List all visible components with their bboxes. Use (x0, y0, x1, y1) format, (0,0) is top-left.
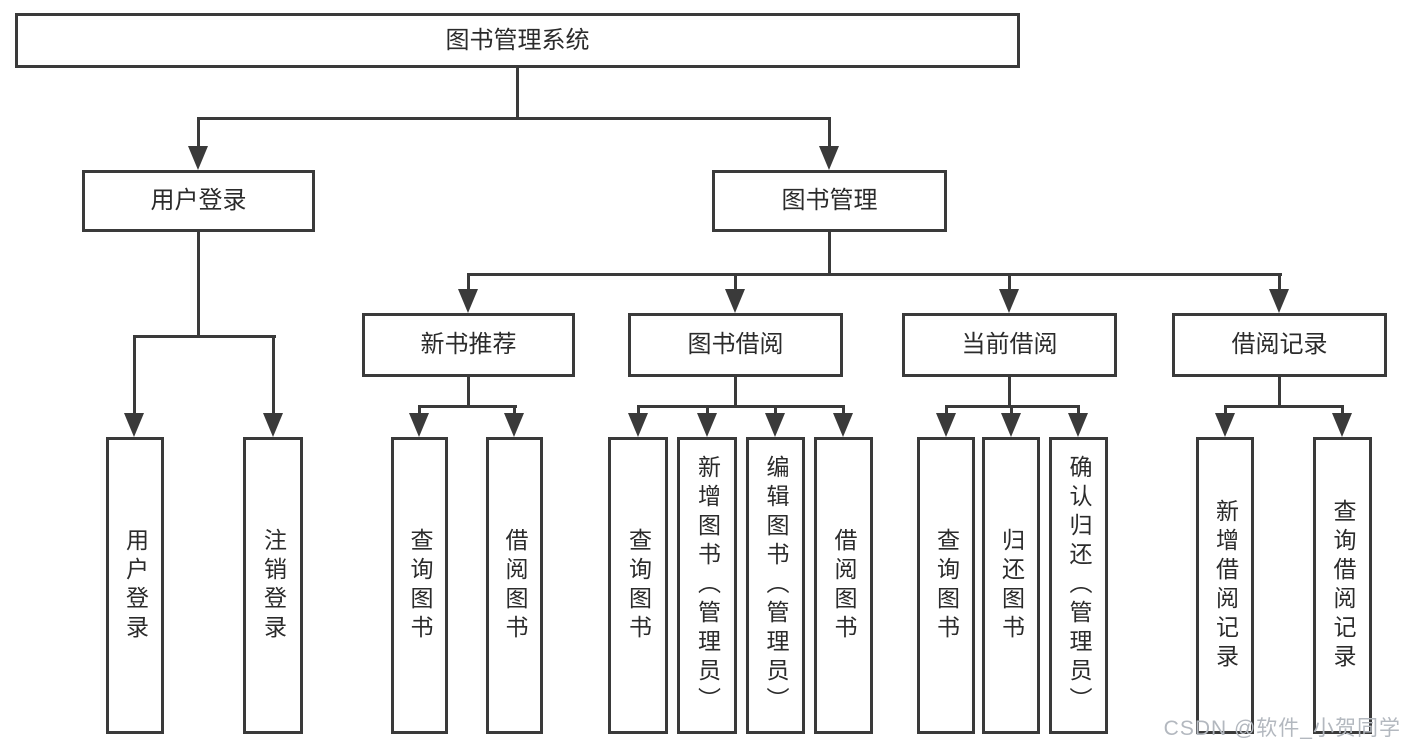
node-label: 当前借阅 (961, 331, 1058, 358)
leaf-borrow-books-recommend: 借阅图书 (486, 437, 543, 734)
leaf-edit-book-admin: 编辑图书（管理员） (746, 437, 805, 734)
leaf-confirm-return-admin: 确认归还（管理员） (1049, 437, 1108, 734)
node-label: 用户登录 (122, 527, 149, 644)
arrow-down-icon (999, 289, 1019, 313)
arrow-down-icon (1215, 413, 1235, 437)
csdn-watermark: CSDN @软件_小贺同学 (1163, 717, 1401, 740)
node-label: 编辑图书（管理员） (763, 455, 789, 716)
leaf-borrow-books: 借阅图书 (814, 437, 873, 734)
arrow-down-icon (458, 289, 478, 313)
connector-line (133, 335, 276, 338)
node-label: 图书借阅 (687, 331, 784, 358)
connector-line (706, 405, 709, 417)
node-label: 借阅记录 (1231, 331, 1328, 358)
arrow-down-icon (725, 289, 745, 313)
leaf-logout: 注销登录 (243, 437, 303, 734)
connector-line (272, 335, 275, 417)
leaf-add-book-admin: 新增图书（管理员） (677, 437, 737, 734)
arrow-down-icon (1068, 413, 1088, 437)
connector-line (828, 117, 831, 153)
connector-line (945, 405, 948, 417)
arrow-down-icon (1269, 289, 1289, 313)
arrow-down-icon (628, 413, 648, 437)
connector-line (1278, 377, 1281, 405)
connector-line (1224, 405, 1344, 408)
node-current-borrow: 当前借阅 (902, 313, 1117, 377)
connector-line (467, 273, 470, 293)
arrow-down-icon (504, 413, 524, 437)
connector-line (467, 273, 1282, 276)
connector-line (1278, 273, 1281, 293)
connector-line (1008, 273, 1011, 293)
node-label: 新增图书（管理员） (694, 455, 721, 716)
node-label: 确认归还（管理员） (1066, 455, 1092, 716)
arrow-down-icon (936, 413, 956, 437)
node-root-system: 图书管理系统 (15, 13, 1020, 68)
connector-line (828, 232, 831, 273)
leaf-add-borrow-record: 新增借阅记录 (1196, 437, 1254, 734)
arrow-down-icon (1001, 413, 1021, 437)
node-label: 查询图书 (625, 527, 652, 644)
node-label: 查询图书 (407, 527, 433, 644)
connector-line (1077, 405, 1080, 417)
node-label: 借阅图书 (502, 527, 528, 644)
node-new-book-recommend: 新书推荐 (362, 313, 575, 377)
leaf-query-books-current: 查询图书 (917, 437, 975, 734)
node-label: 图书管理系统 (445, 26, 590, 54)
connector-line (133, 335, 136, 417)
arrow-down-icon (1332, 413, 1352, 437)
connector-line (197, 117, 200, 153)
node-label: 借阅图书 (831, 527, 857, 644)
arrow-down-icon (124, 413, 144, 437)
node-label: 归还图书 (998, 527, 1025, 644)
leaf-user-login: 用户登录 (106, 437, 164, 734)
node-label: 新书推荐 (420, 331, 517, 358)
connector-line (516, 68, 519, 117)
node-book-management: 图书管理 (712, 170, 947, 232)
node-book-borrow: 图书借阅 (628, 313, 843, 377)
connector-line (1008, 377, 1011, 405)
node-label: 注销登录 (260, 527, 287, 644)
node-label: 图书管理 (781, 187, 878, 214)
connector-line (734, 377, 737, 405)
node-user-login: 用户登录 (82, 170, 315, 232)
connector-line (1341, 405, 1344, 417)
connector-line (467, 377, 470, 405)
connector-line (418, 405, 517, 408)
connector-line (734, 273, 737, 293)
arrow-down-icon (188, 146, 208, 170)
leaf-query-books-recommend: 查询图书 (391, 437, 448, 734)
node-label: 用户登录 (150, 187, 247, 214)
leaf-return-book: 归还图书 (982, 437, 1040, 734)
node-label: 查询借阅记录 (1330, 498, 1356, 673)
arrow-down-icon (765, 413, 785, 437)
connector-line (197, 117, 831, 120)
connector-line (418, 405, 421, 417)
arrow-down-icon (263, 413, 283, 437)
arrow-down-icon (819, 146, 839, 170)
connector-line (1010, 405, 1013, 417)
connector-line (637, 405, 640, 417)
node-borrow-records: 借阅记录 (1172, 313, 1387, 377)
connector-line (197, 232, 200, 335)
connector-line (842, 405, 845, 417)
arrow-down-icon (833, 413, 853, 437)
connector-line (513, 405, 516, 417)
arrow-down-icon (697, 413, 717, 437)
node-label: 新增借阅记录 (1212, 498, 1239, 673)
leaf-query-books-borrow: 查询图书 (608, 437, 668, 734)
connector-line (1224, 405, 1227, 417)
leaf-query-borrow-record: 查询借阅记录 (1313, 437, 1372, 734)
arrow-down-icon (409, 413, 429, 437)
connector-line (637, 405, 845, 408)
node-label: 查询图书 (933, 527, 960, 644)
connector-line (774, 405, 777, 417)
